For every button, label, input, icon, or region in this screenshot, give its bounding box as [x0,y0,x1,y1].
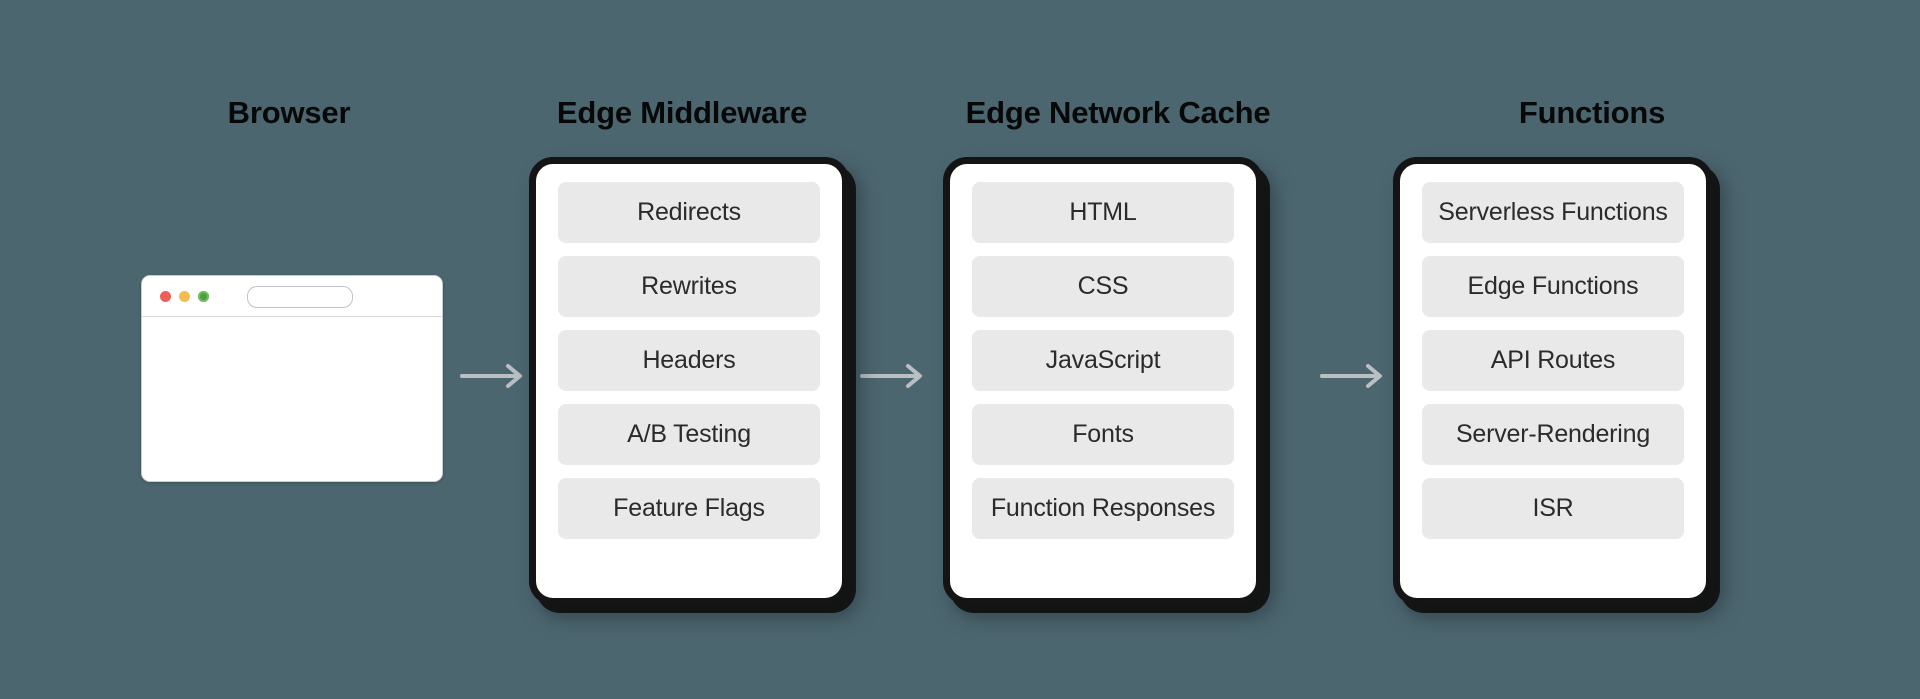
arrow-edge-network-cache-to-functions [1320,363,1388,389]
column-title-edge-network-cache: Edge Network Cache [965,95,1271,130]
browser-viewport [142,317,442,481]
browser-titlebar [142,276,442,317]
arrow-browser-to-edge-middleware [460,363,528,389]
list-item[interactable]: Rewrites [558,256,820,317]
list-item[interactable]: Edge Functions [1422,256,1684,317]
list-item[interactable]: Function Responses [972,478,1234,539]
list-item[interactable]: API Routes [1422,330,1684,391]
list-item[interactable]: Fonts [972,404,1234,465]
list-item[interactable]: ISR [1422,478,1684,539]
list-item[interactable]: A/B Testing [558,404,820,465]
list-item[interactable]: Server-Rendering [1422,404,1684,465]
column-title-edge-middleware: Edge Middleware [556,95,808,130]
list-item[interactable]: HTML [972,182,1234,243]
list-item[interactable]: JavaScript [972,330,1234,391]
list-item[interactable]: CSS [972,256,1234,317]
column-title-functions: Functions [1518,95,1666,130]
browser-maximize-dot-icon [198,291,209,302]
browser-close-dot-icon [160,291,171,302]
list-item[interactable]: Serverless Functions [1422,182,1684,243]
browser-window-mock [141,275,443,482]
arrow-edge-middleware-to-edge-network-cache [860,363,928,389]
list-item[interactable]: Feature Flags [558,478,820,539]
browser-url-bar[interactable] [247,286,353,308]
browser-minimize-dot-icon [179,291,190,302]
list-item[interactable]: Headers [558,330,820,391]
list-item[interactable]: Redirects [558,182,820,243]
browser-title: Browser [227,95,351,130]
